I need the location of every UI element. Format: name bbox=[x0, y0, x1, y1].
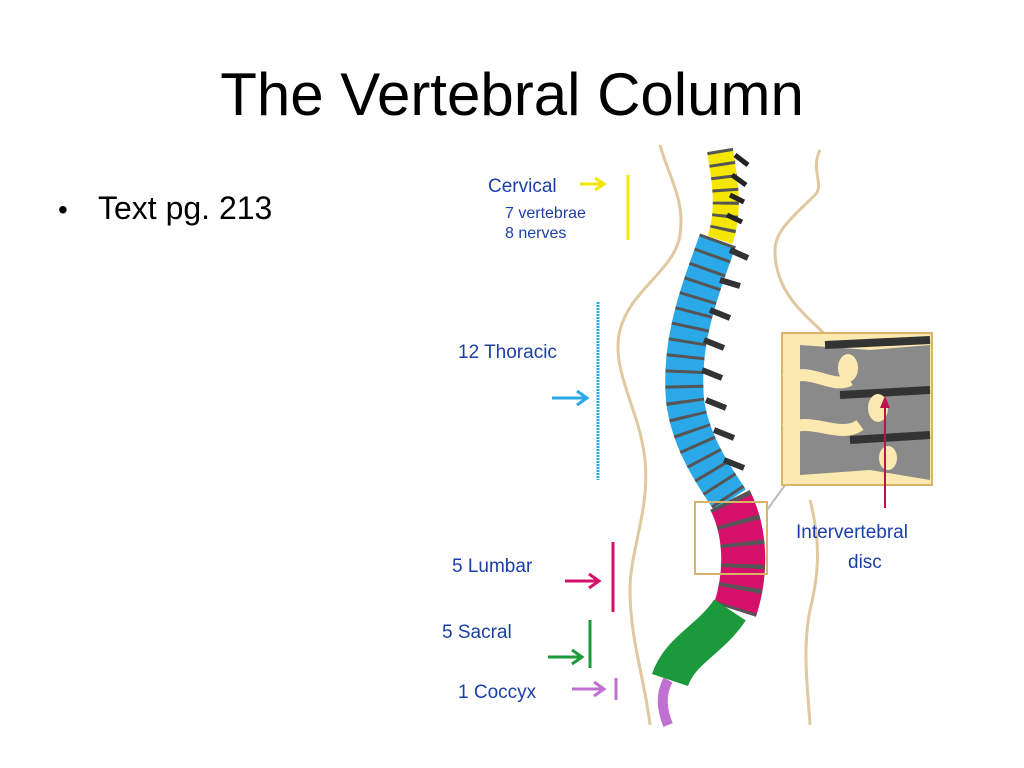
disc-pointer-arrowhead bbox=[880, 396, 890, 408]
spine-coccyx bbox=[657, 677, 673, 727]
bullet-text: Text pg. 213 bbox=[98, 190, 273, 226]
cervical-vertebrae-count: 7 vertebrae bbox=[505, 205, 586, 222]
bullet-list: • Text pg. 213 bbox=[58, 190, 272, 227]
lumbar-label: 5 Lumbar bbox=[452, 556, 533, 577]
front-outline bbox=[773, 149, 838, 361]
sacral-label: 5 Sacral bbox=[442, 622, 512, 643]
cervical-nerve-count: 8 nerves bbox=[505, 225, 566, 242]
spine-cervical bbox=[707, 147, 750, 245]
zoom-connector-line bbox=[766, 484, 786, 511]
intervertebral-disc-label: Intervertebral bbox=[796, 522, 908, 543]
lumbar-arrow-icon bbox=[565, 572, 602, 590]
diagram-svg: Cervical 7 vertebrae 8 nerves 12 Thoraci… bbox=[442, 144, 933, 727]
bullet-item: • Text pg. 213 bbox=[58, 190, 272, 227]
thoracic-label: 12 Thoracic bbox=[458, 342, 557, 363]
bullet-dot-icon: • bbox=[58, 194, 68, 225]
coccyx-arrow-icon bbox=[572, 680, 607, 698]
cervical-arrow-icon bbox=[580, 176, 607, 192]
sacral-arrow-icon bbox=[548, 648, 585, 666]
spine-lumbar bbox=[709, 490, 766, 617]
vertebral-column-diagram: Cervical 7 vertebrae 8 nerves 12 Thoraci… bbox=[430, 140, 1010, 730]
spine-sacral bbox=[651, 598, 746, 688]
coccyx-label: 1 Coccyx bbox=[458, 682, 537, 703]
spine-thoracic bbox=[665, 233, 750, 511]
cervical-label: Cervical bbox=[488, 176, 557, 197]
thoracic-arrow-icon bbox=[552, 389, 590, 407]
disc-zoom-inset bbox=[781, 332, 933, 486]
disc-highlight-box bbox=[694, 501, 768, 575]
abdomen-outline bbox=[804, 499, 819, 726]
back-outline bbox=[616, 144, 683, 726]
disc-label-line2: disc bbox=[848, 552, 882, 573]
slide-title: The Vertebral Column bbox=[220, 61, 804, 128]
